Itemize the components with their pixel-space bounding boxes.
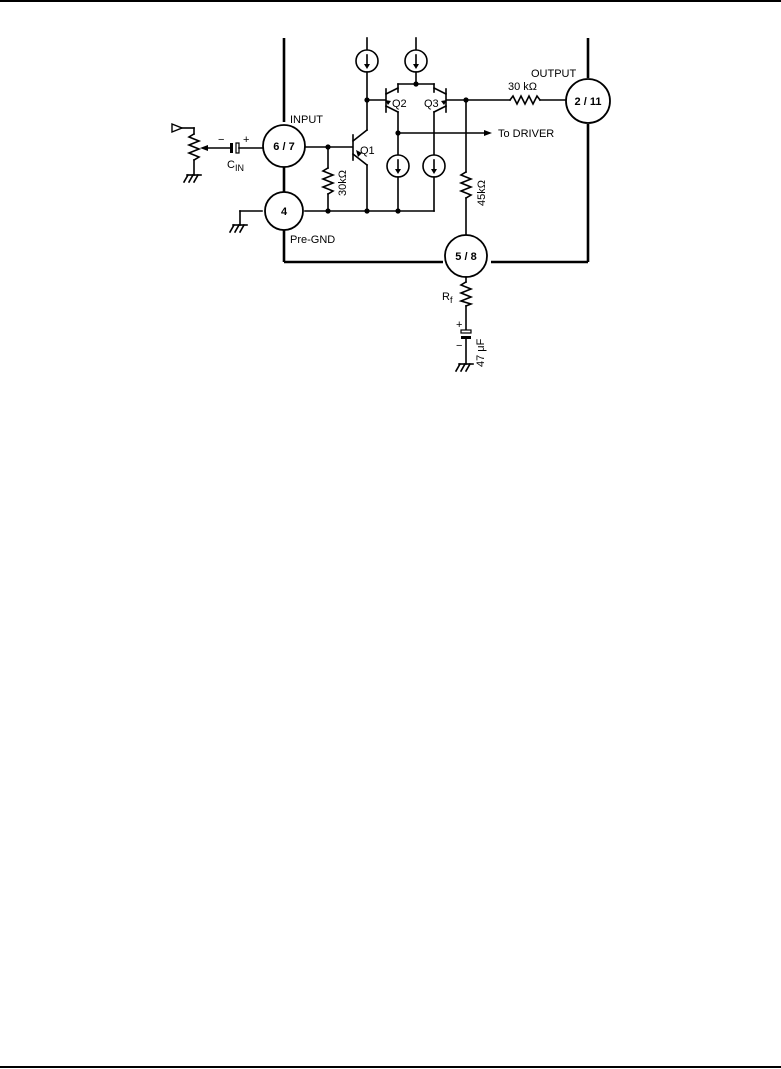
- pre-gnd-bus: [230, 208, 434, 232]
- q1-label: Q1: [360, 145, 375, 157]
- input-label: INPUT: [290, 114, 323, 126]
- output-label: OUTPUT: [531, 68, 577, 80]
- q3-label: Q3: [424, 98, 439, 110]
- cin-plus-sign: +: [243, 134, 249, 146]
- pin-feedback-label: 5 / 8: [455, 251, 476, 263]
- q2-q3-pair: [367, 84, 510, 155]
- pin-output-label: 2 / 11: [575, 96, 602, 108]
- output-resistor: [510, 96, 566, 104]
- current-source-mid-left: [387, 155, 409, 211]
- input-network: [172, 124, 262, 182]
- current-source-top-right: [405, 38, 427, 87]
- current-source-left: [356, 38, 378, 103]
- to-driver-label: To DRIVER: [498, 128, 554, 140]
- c-plus-sign: +: [456, 319, 462, 331]
- cin-minus-sign: −: [218, 134, 224, 146]
- c-minus-sign: −: [456, 340, 462, 352]
- bottom-rule: [0, 1066, 781, 1068]
- cin-label: CIN: [227, 159, 244, 173]
- pin-input-label: 6 / 7: [273, 141, 294, 153]
- q2-label: Q2: [392, 98, 407, 110]
- current-source-mid-right: [423, 155, 445, 211]
- rf-label: Rf: [442, 291, 453, 305]
- pin-pre-gnd-label: 4: [281, 206, 288, 218]
- r-q1-value: 30kΩ: [337, 170, 349, 196]
- feedback-resistor: [461, 100, 471, 236]
- r-output-value: 30 kΩ: [508, 81, 537, 93]
- pre-gnd-label: Pre-GND: [290, 234, 335, 246]
- c-feedback-value: 47 μF: [475, 338, 487, 367]
- r-feedback-value: 45kΩ: [476, 180, 488, 206]
- to-driver-line: [395, 130, 492, 136]
